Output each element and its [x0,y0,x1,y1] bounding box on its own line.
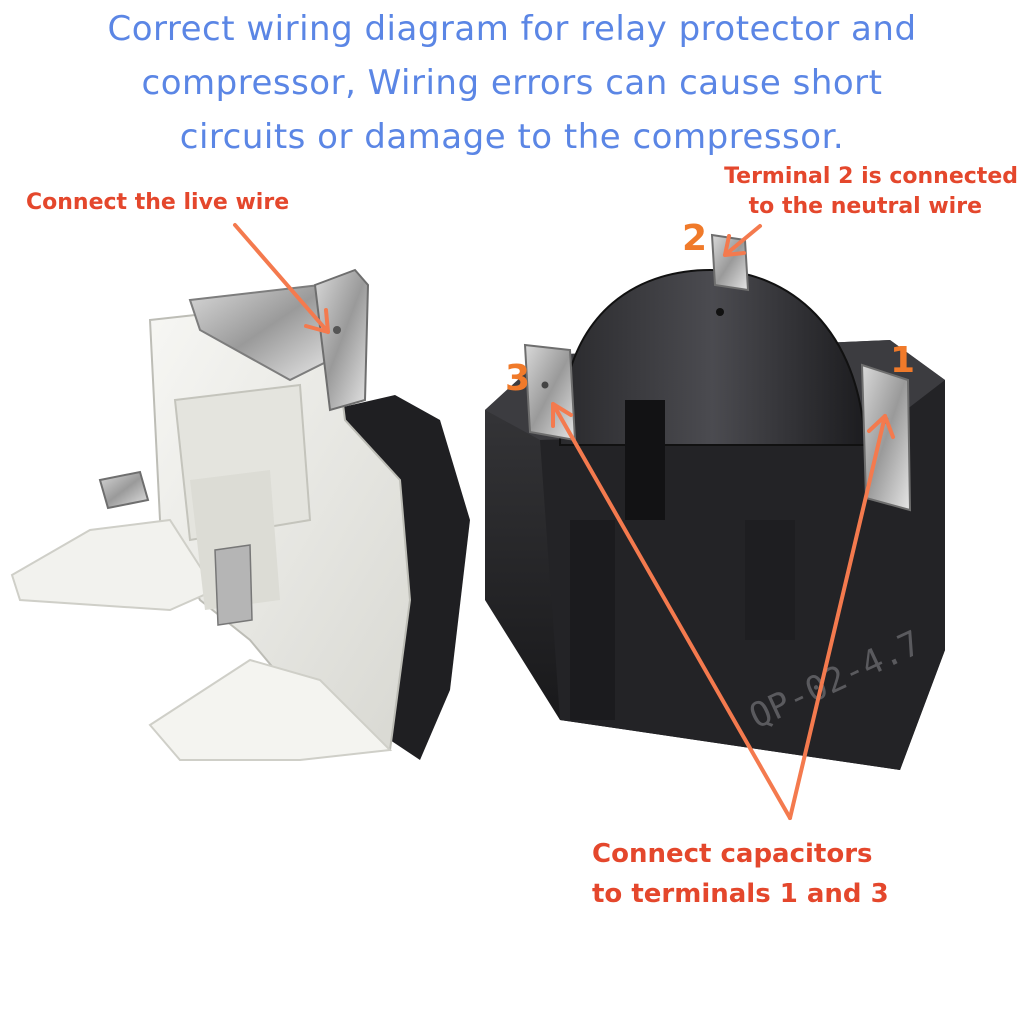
terminal-3-label: 3 [505,358,531,399]
neutral-wire-label-line-2: to the neutral wire [748,194,982,219]
diagram-title: Correct wiring diagram for relay protect… [0,2,1024,164]
capacitor-arrow-terminal-3 [551,402,792,820]
neutral-wire-arrow [723,224,762,257]
capacitor-arrow-terminal-1 [788,414,895,820]
neutral-wire-label: Terminal 2 is connected to the neutral w… [688,162,1018,222]
terminal-1-label: 1 [890,340,916,381]
black-relay-protector: QP-02-4.7 [485,233,945,770]
title-line-2: compressor, Wiring errors can cause shor… [141,63,883,103]
title-line-1: Correct wiring diagram for relay protect… [107,9,917,49]
capacitor-label-line-1: Connect capacitors [592,839,873,869]
title-line-3: circuits or damage to the compressor. [179,117,845,157]
live-wire-arrow [233,223,330,334]
annotation-arrows [233,223,895,820]
live-wire-label: Connect the live wire [26,190,290,215]
white-relay-protector [10,268,470,761]
terminal-2-label: 2 [682,218,708,259]
capacitor-label-line-2: to terminals 1 and 3 [592,879,889,909]
capacitor-label: Connect capacitors to terminals 1 and 3 [592,834,889,914]
neutral-wire-label-line-1: Terminal 2 is connected [724,164,1018,189]
